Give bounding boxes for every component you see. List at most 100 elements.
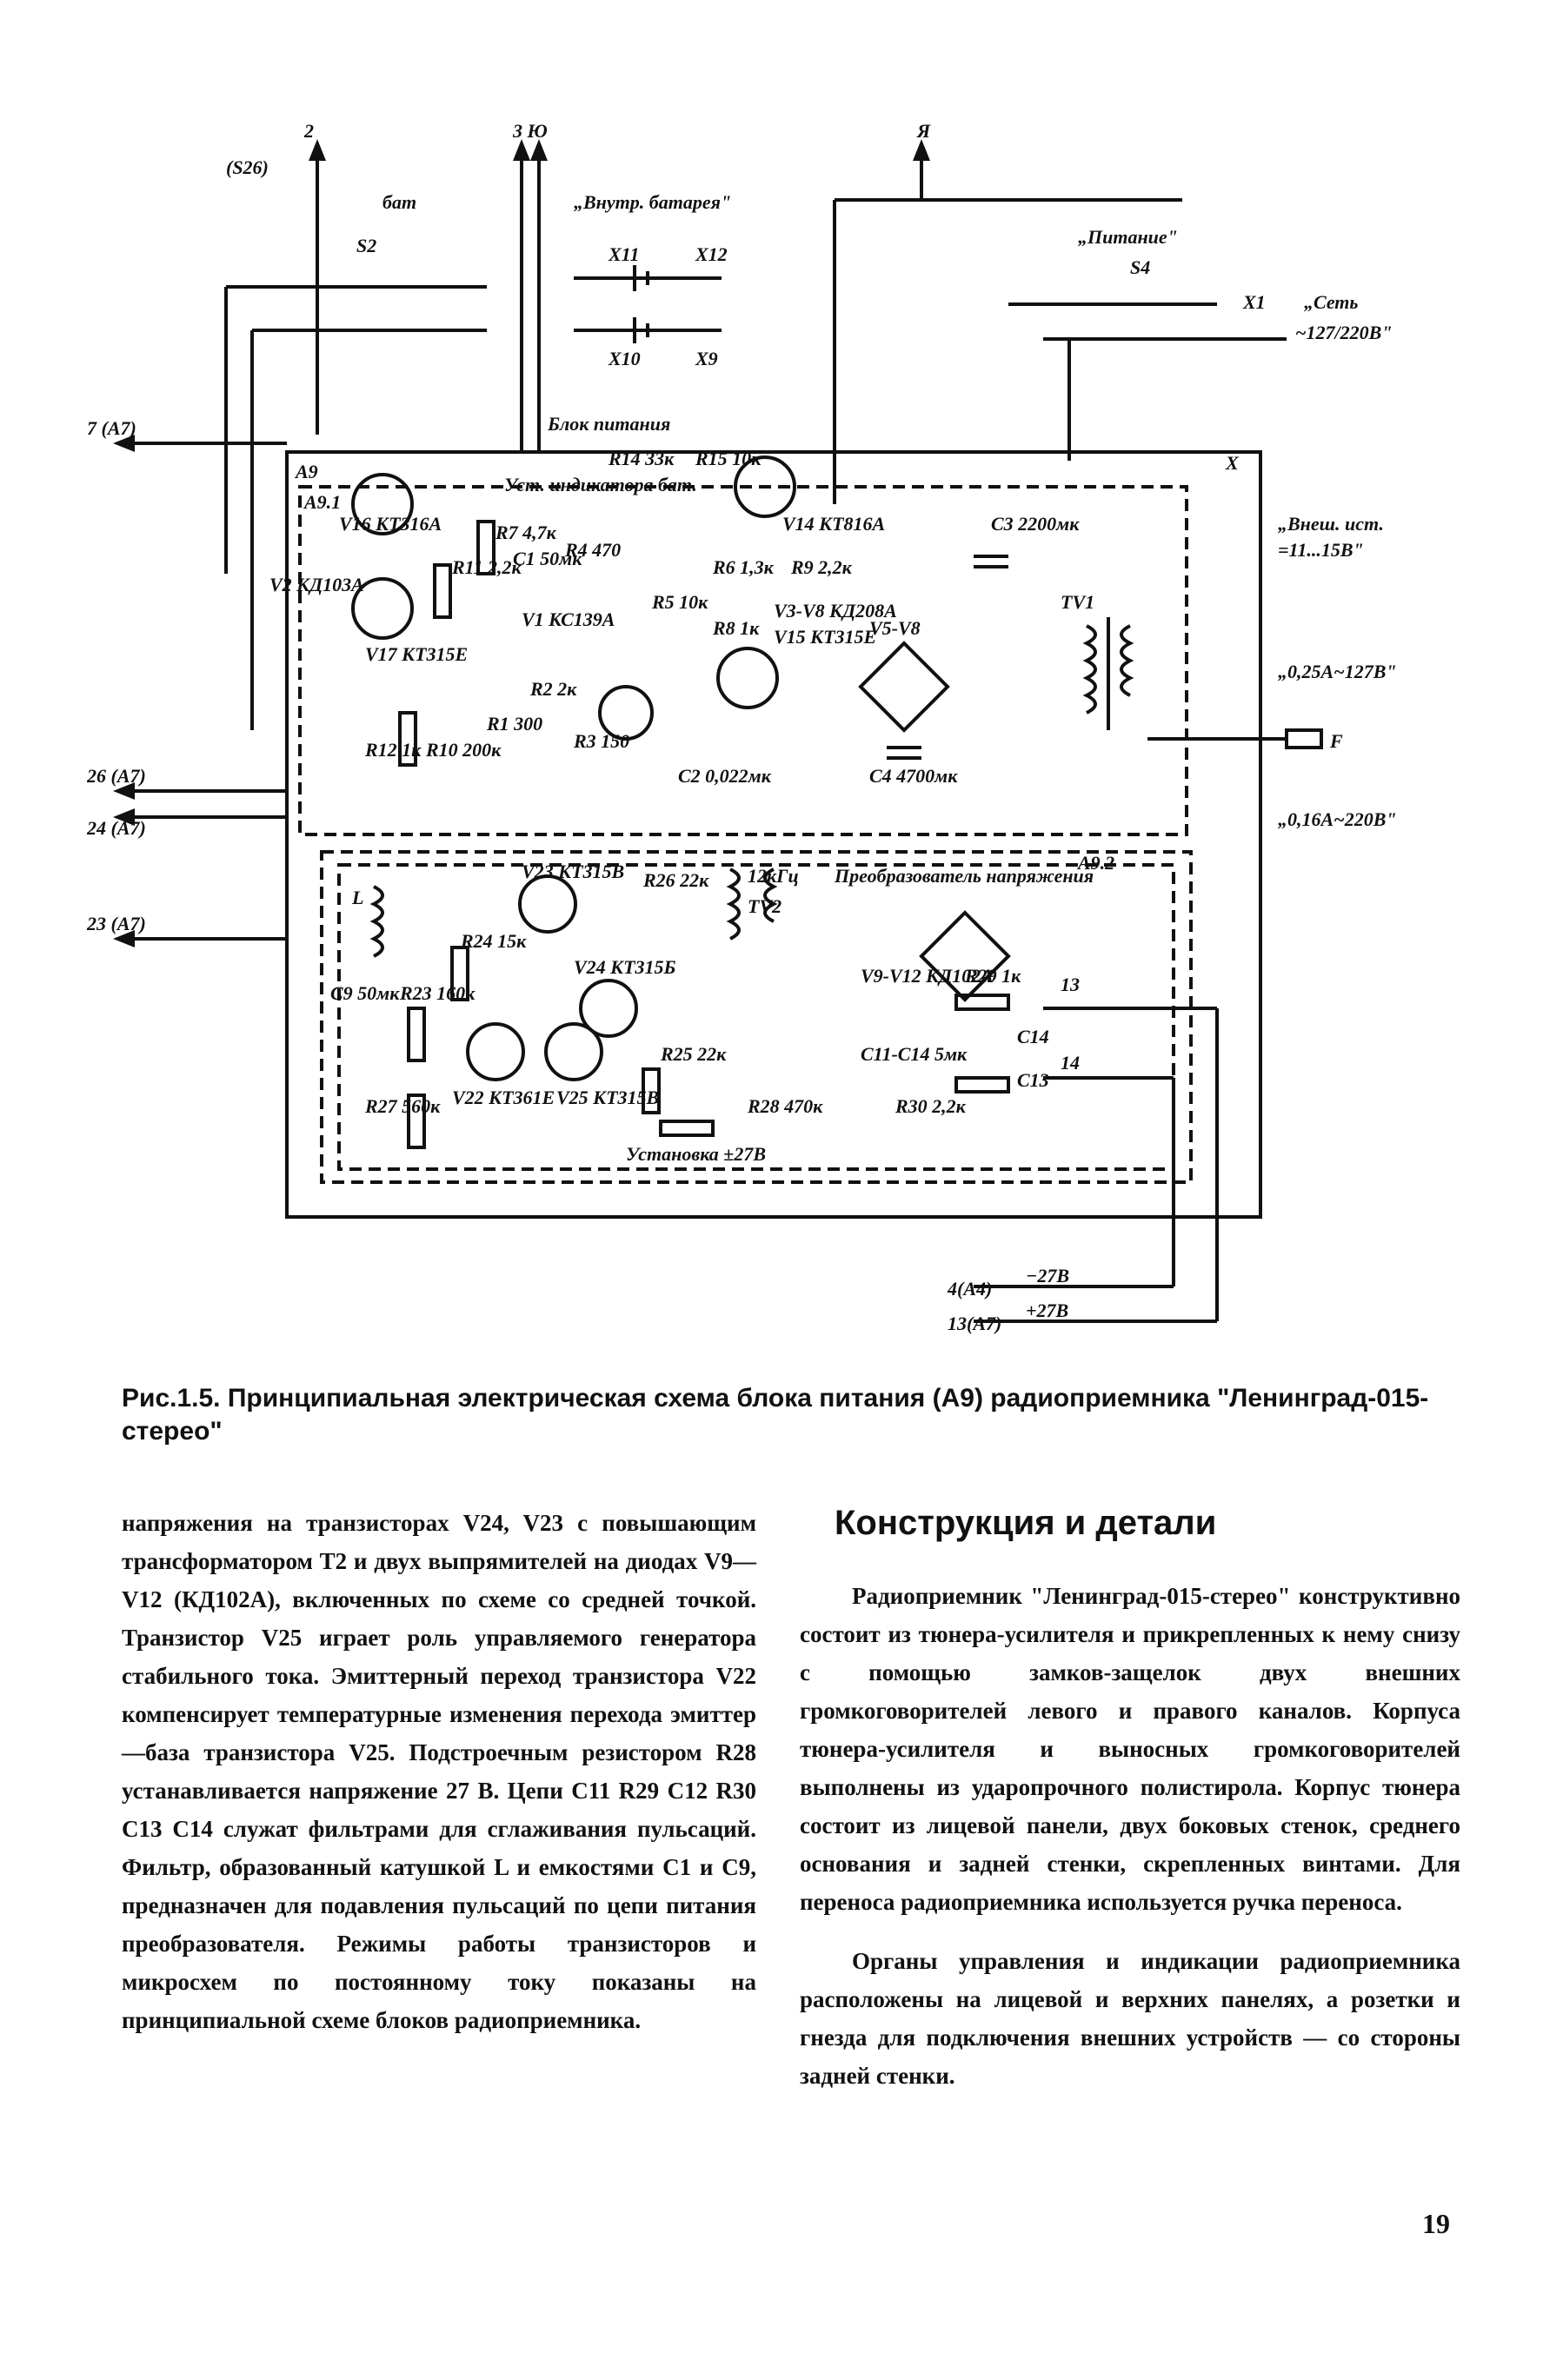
label-bat: бат (382, 191, 416, 213)
arrow-a7-23 (113, 930, 135, 947)
label-r30: R30 2,2к (895, 1095, 967, 1117)
right-paragraph-2: Органы управления и индикации радиоприем… (800, 1948, 1460, 2089)
label-c2: C2 0,022мк (678, 765, 772, 787)
label-c9: C9 50мк (330, 982, 400, 1004)
label-l: L (351, 887, 363, 908)
label-r26: R26 22к (642, 869, 709, 891)
transistor-v14 (734, 455, 796, 518)
label-tv2: TV2 (748, 895, 782, 917)
label-c11c14: C11-C14 5мк (861, 1043, 968, 1065)
label-a7-7: 7 (A7) (87, 417, 136, 439)
resistor-r24 (450, 946, 469, 1001)
a92-inner-outline (337, 863, 1175, 1171)
label-a7-13: 13(A7) (948, 1313, 1001, 1334)
transistor-v15 (716, 647, 779, 709)
label-plus27: +27В (1026, 1300, 1068, 1321)
circuit-schematic: 2 3 Ю Я (S26) бат S2 „Внутр. батарея" X1… (86, 120, 1478, 1339)
label-r11: R11 2,2к (451, 556, 522, 578)
label-v22: V22 КТ361Е (452, 1087, 555, 1108)
label-x11: X11 (608, 243, 639, 265)
label-v23: V23 КТ315В (522, 861, 624, 882)
transistor-v22 (466, 1022, 525, 1081)
label-x1: X1 (1242, 291, 1266, 313)
label-r10: R10 200к (425, 739, 502, 761)
arrow-a7-7 (113, 435, 135, 452)
label-a7-23: 23 (A7) (87, 913, 146, 934)
label-r8: R8 1к (712, 617, 760, 639)
inductor-l (369, 885, 384, 958)
label-v25: V25 КТ315В (556, 1087, 659, 1108)
tv2-primary (726, 868, 741, 941)
tv1-primary (1082, 624, 1097, 715)
label-pin-13: 13 (1061, 974, 1080, 995)
label-v9v12: V9-V12 КД102А (861, 965, 994, 987)
label-r24: R24 15к (460, 930, 527, 952)
label-r29: R29 1к (964, 965, 1021, 987)
label-s2: S2 (356, 235, 376, 256)
label-a7-24: 24 (A7) (87, 817, 146, 839)
a92-dashed-outline (320, 850, 1193, 1184)
label-power-title: „Питание" (1078, 226, 1178, 248)
right-paragraph-1: Радиоприемник "Ленинград-015-стерео" кон… (800, 1583, 1460, 1915)
arrow-a7-24 (113, 808, 135, 826)
label-v5v8: V5-V8 (869, 617, 921, 639)
label-a7-26: 26 (A7) (87, 765, 146, 787)
label-tv1: TV1 (1061, 591, 1094, 613)
tv2-secondary (763, 868, 778, 923)
label-r7: R7 4,7к (495, 522, 557, 543)
page-number: 19 (1422, 2208, 1450, 2239)
label-r27: R27 560к (364, 1095, 441, 1117)
resistor-r27 (407, 1094, 426, 1149)
label-r5: R5 10к (651, 591, 708, 613)
label-f: F (1329, 730, 1343, 752)
label-c1: C1 50мк (513, 548, 582, 569)
label-pin-14: 14 (1061, 1052, 1080, 1074)
label-r4: R4 470 (564, 539, 621, 561)
arrow-a7-26 (113, 782, 135, 800)
label-r28: R28 470к (747, 1095, 823, 1117)
label-x9: X9 (695, 348, 718, 369)
label-minus27: −27В (1026, 1265, 1069, 1286)
label-s4: S4 (1130, 256, 1150, 278)
label-block-power: Блок питания (547, 413, 670, 435)
a9-block-outline (285, 450, 1262, 1219)
schematic-svg: 2 3 Ю Я (S26) бат S2 „Внутр. батарея" X1… (86, 120, 1397, 1334)
arrow-top-3 (513, 139, 530, 161)
transistor-v25 (544, 1022, 603, 1081)
resistor-r23 (407, 1007, 426, 1062)
label-v16: V16 КТ316А (339, 513, 442, 535)
label-v2: V2 КД103А (269, 574, 364, 595)
label-r2: R2 2к (529, 678, 577, 700)
label-v15: V15 КТ315Е (774, 626, 876, 648)
label-ust-ind: Уст. индикатора бат. (504, 474, 697, 495)
section-heading: Конструкция и детали (835, 1504, 1217, 1542)
label-top-ya: Я (916, 122, 931, 142)
label-c14: C14 (1017, 1026, 1049, 1047)
label-v1: V1 КС139А (522, 608, 615, 630)
arrow-top-ya (913, 139, 930, 161)
resistor-r10 (398, 711, 417, 767)
tv1-secondary (1120, 624, 1134, 697)
resistor-r25 (642, 1067, 661, 1114)
label-ext-v: =11...15В" (1278, 539, 1364, 561)
label-r3: R3 150 (573, 730, 629, 752)
label-v24: V24 КТ315Б (574, 956, 676, 978)
diode-bridge-v9v12 (919, 910, 1011, 1002)
resistor-r29 (954, 994, 1010, 1011)
figure-caption: Рис.1.5. Принципиальная электрическая сх… (122, 1384, 1429, 1446)
label-setting: Установка ±27В (626, 1143, 766, 1165)
transistor-v18 (598, 685, 654, 741)
resistor-r30 (954, 1076, 1010, 1094)
label-r1: R1 300 (486, 713, 542, 735)
label-mains-v: ~127/220В" (1295, 322, 1393, 343)
fuse-f (1285, 728, 1323, 749)
label-c13: C13 (1017, 1069, 1049, 1091)
label-freq: 12кГц (748, 865, 799, 887)
label-v3v8: V3-V8 КД208А (774, 600, 897, 622)
label-fuse-220: „0,16А~220В" (1278, 808, 1397, 830)
label-v17: V17 КТ315Е (365, 643, 468, 665)
left-paragraph: напряжения на транзисторах V24, V23 с по… (122, 1510, 756, 2033)
label-a92: A9.2 (1076, 852, 1114, 874)
transistor-v16 (351, 473, 414, 535)
label-x10: X10 (608, 348, 641, 369)
